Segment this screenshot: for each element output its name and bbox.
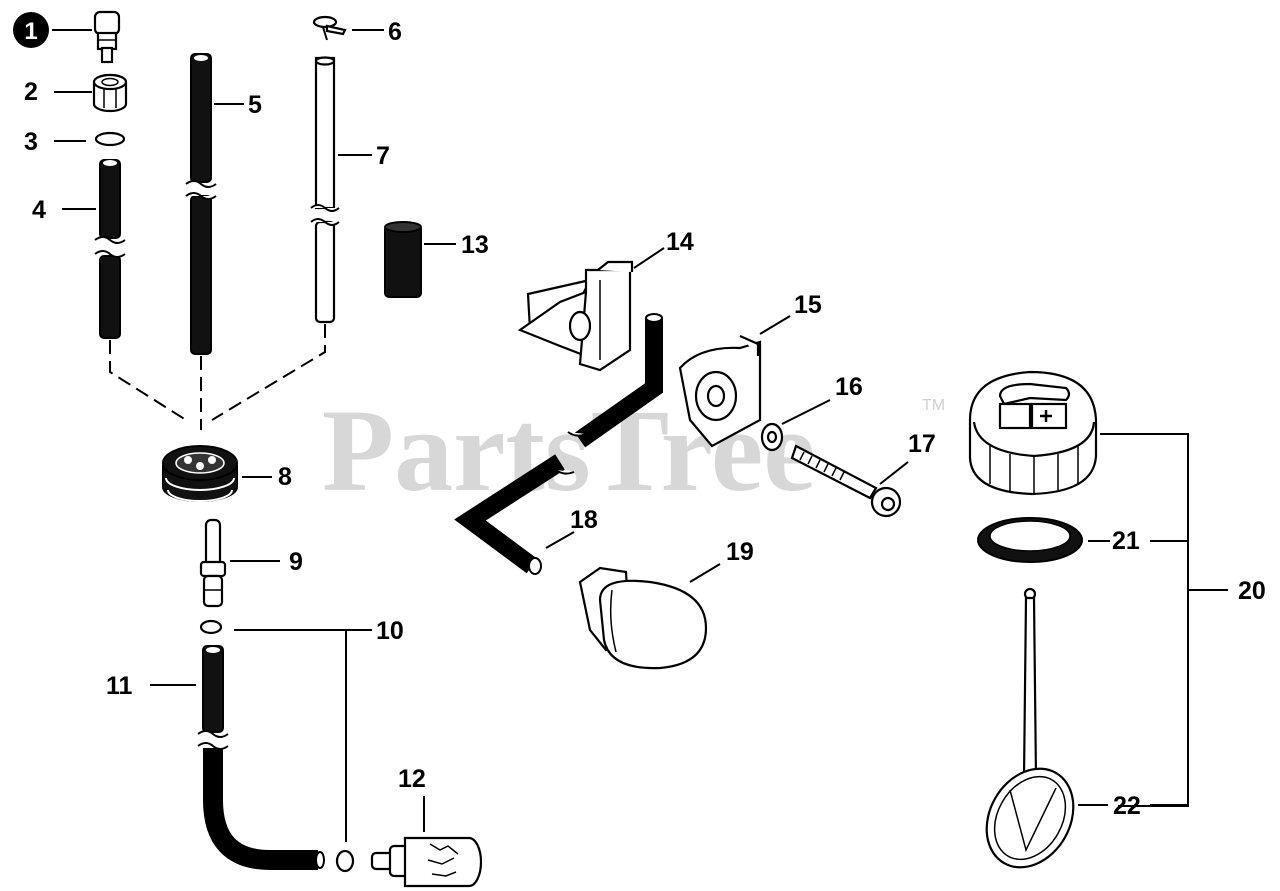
part-15-housing[interactable] [678, 334, 762, 448]
part-10-oring-upper[interactable] [199, 619, 223, 635]
part-2-nut[interactable] [92, 73, 128, 113]
callout-17-label: 17 [908, 430, 936, 458]
callout-9-label: 9 [289, 548, 303, 576]
part-18-return-hose[interactable] [454, 313, 663, 575]
callout-14-label: 14 [666, 228, 694, 256]
part-8-grommet[interactable] [162, 445, 238, 502]
callout-3-label: 3 [24, 128, 38, 156]
callout-12-label: 12 [398, 765, 426, 793]
callout-5-label: 5 [248, 91, 262, 119]
part-6-filter-clip[interactable] [312, 15, 347, 41]
part-4-hose[interactable] [94, 159, 126, 339]
callout-13-label: 13 [461, 231, 489, 259]
callout-10-label: 10 [376, 617, 404, 645]
callout-4-label: 4 [32, 196, 46, 224]
part-13-sleeve[interactable] [384, 221, 422, 298]
part-10-oring-lower[interactable] [335, 849, 355, 873]
callout-8-label: 8 [278, 463, 292, 491]
callout-7-label: 7 [376, 142, 390, 170]
part-19-primer-bulb[interactable] [578, 566, 708, 670]
callout-16-label: 16 [835, 373, 863, 401]
part-1-fitting[interactable] [93, 10, 121, 64]
assembly-line-4 [109, 340, 187, 421]
part-3-oring[interactable] [94, 131, 126, 147]
part-12-fuel-filter[interactable] [370, 836, 483, 888]
part-5-hose[interactable] [185, 53, 217, 355]
assembly-line-7 [211, 324, 326, 421]
callout-19-label: 19 [726, 538, 754, 566]
callout-2-label: 2 [24, 78, 38, 106]
part-11-fuel-hose[interactable] [197, 645, 325, 870]
callout-20-bracket [1100, 433, 1189, 807]
callout-15-label: 15 [794, 291, 822, 319]
callout-10-bracket [234, 629, 347, 842]
part-7-clear-tube[interactable] [310, 56, 340, 324]
watermark-trademark: TM [922, 397, 945, 414]
part-22-cap-tether[interactable] [969, 587, 1090, 883]
part-20-fuel-cap[interactable] [968, 370, 1098, 496]
callout-18-label: 18 [570, 506, 598, 534]
callout-11-label: 11 [106, 672, 133, 700]
callout-21-label: 21 [1112, 527, 1140, 555]
callout-6-label: 6 [388, 18, 402, 46]
part-17-screw[interactable] [790, 444, 902, 518]
part-21-cap-gasket[interactable] [977, 517, 1083, 563]
callout-1-label: 1 [24, 18, 37, 45]
part-14-bracket[interactable] [517, 260, 634, 372]
callout-1-badge [13, 12, 49, 48]
callout-22-label: 22 [1113, 792, 1141, 820]
callout-20-label: 20 [1238, 577, 1266, 605]
part-16-washer[interactable] [760, 422, 784, 452]
part-9-barb-fitting[interactable] [199, 518, 227, 608]
